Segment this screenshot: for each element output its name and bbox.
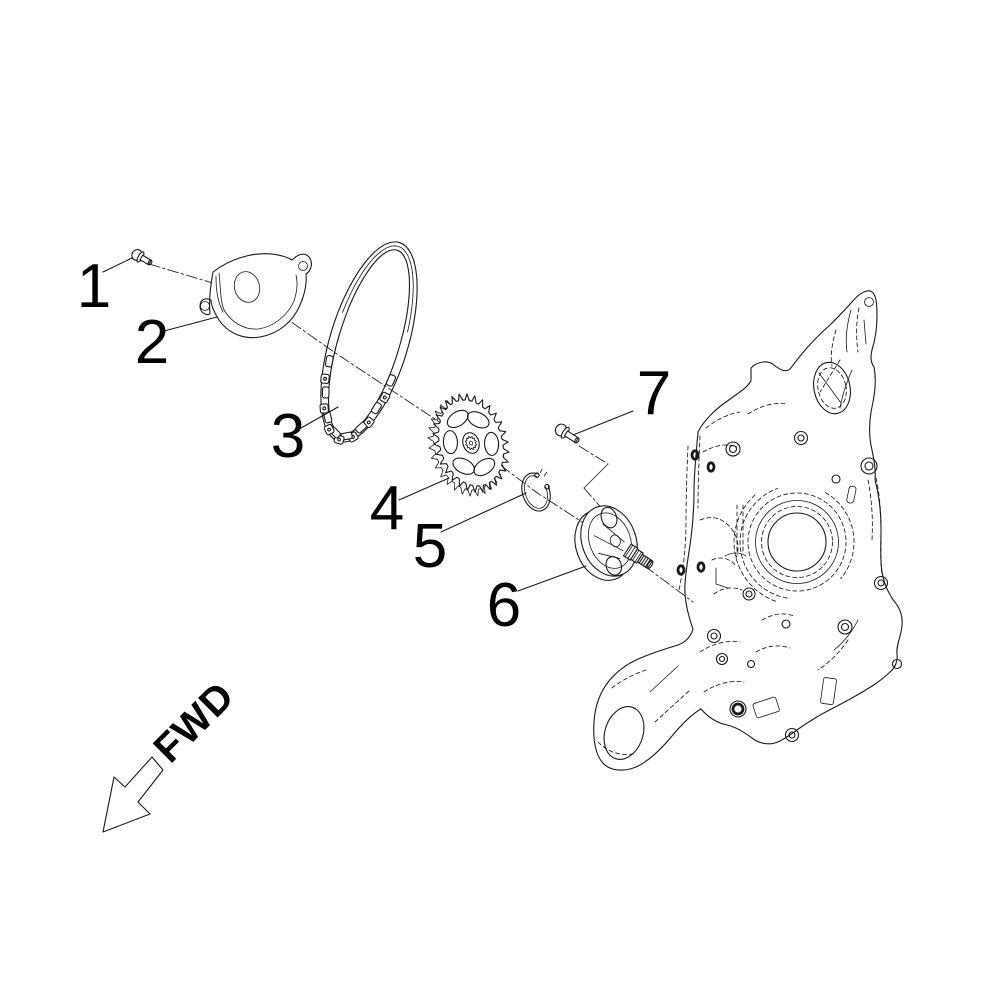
part-oil-pump	[574, 505, 654, 581]
callout-2[interactable]: 2	[135, 308, 169, 377]
crankcase-mount-holes	[676, 449, 716, 576]
part-bolt-1	[131, 249, 153, 266]
leader-lines	[102, 257, 634, 592]
callout-7[interactable]: 7	[637, 359, 671, 428]
crankcase-crank-bore	[733, 487, 855, 602]
fwd-label: FWD	[145, 673, 243, 771]
crankcase-lobe-opening	[603, 706, 645, 760]
bolt7-axis-line	[578, 445, 609, 512]
oil-pump-shaft	[622, 543, 654, 570]
part-chain-guide-cover	[199, 253, 312, 339]
part-oil-pump-sprocket	[427, 393, 510, 497]
crankcase-hidden-lines	[597, 359, 873, 755]
part-drive-chain	[319, 241, 418, 445]
callout-1[interactable]: 1	[77, 252, 111, 321]
callout-4[interactable]: 4	[370, 474, 404, 543]
fwd-arrow	[102, 756, 164, 833]
crankcase-top-opening	[813, 361, 851, 415]
part-snap-ring	[521, 468, 551, 512]
crankcase-bolt-bosses	[706, 430, 903, 743]
callout-3[interactable]: 3	[271, 402, 305, 471]
callout-6[interactable]: 6	[487, 571, 521, 640]
part-crankcase	[593, 290, 903, 771]
part-bolt-7	[554, 423, 580, 444]
fwd-indicator: FWD	[102, 673, 243, 833]
callout-5[interactable]: 5	[413, 512, 447, 581]
